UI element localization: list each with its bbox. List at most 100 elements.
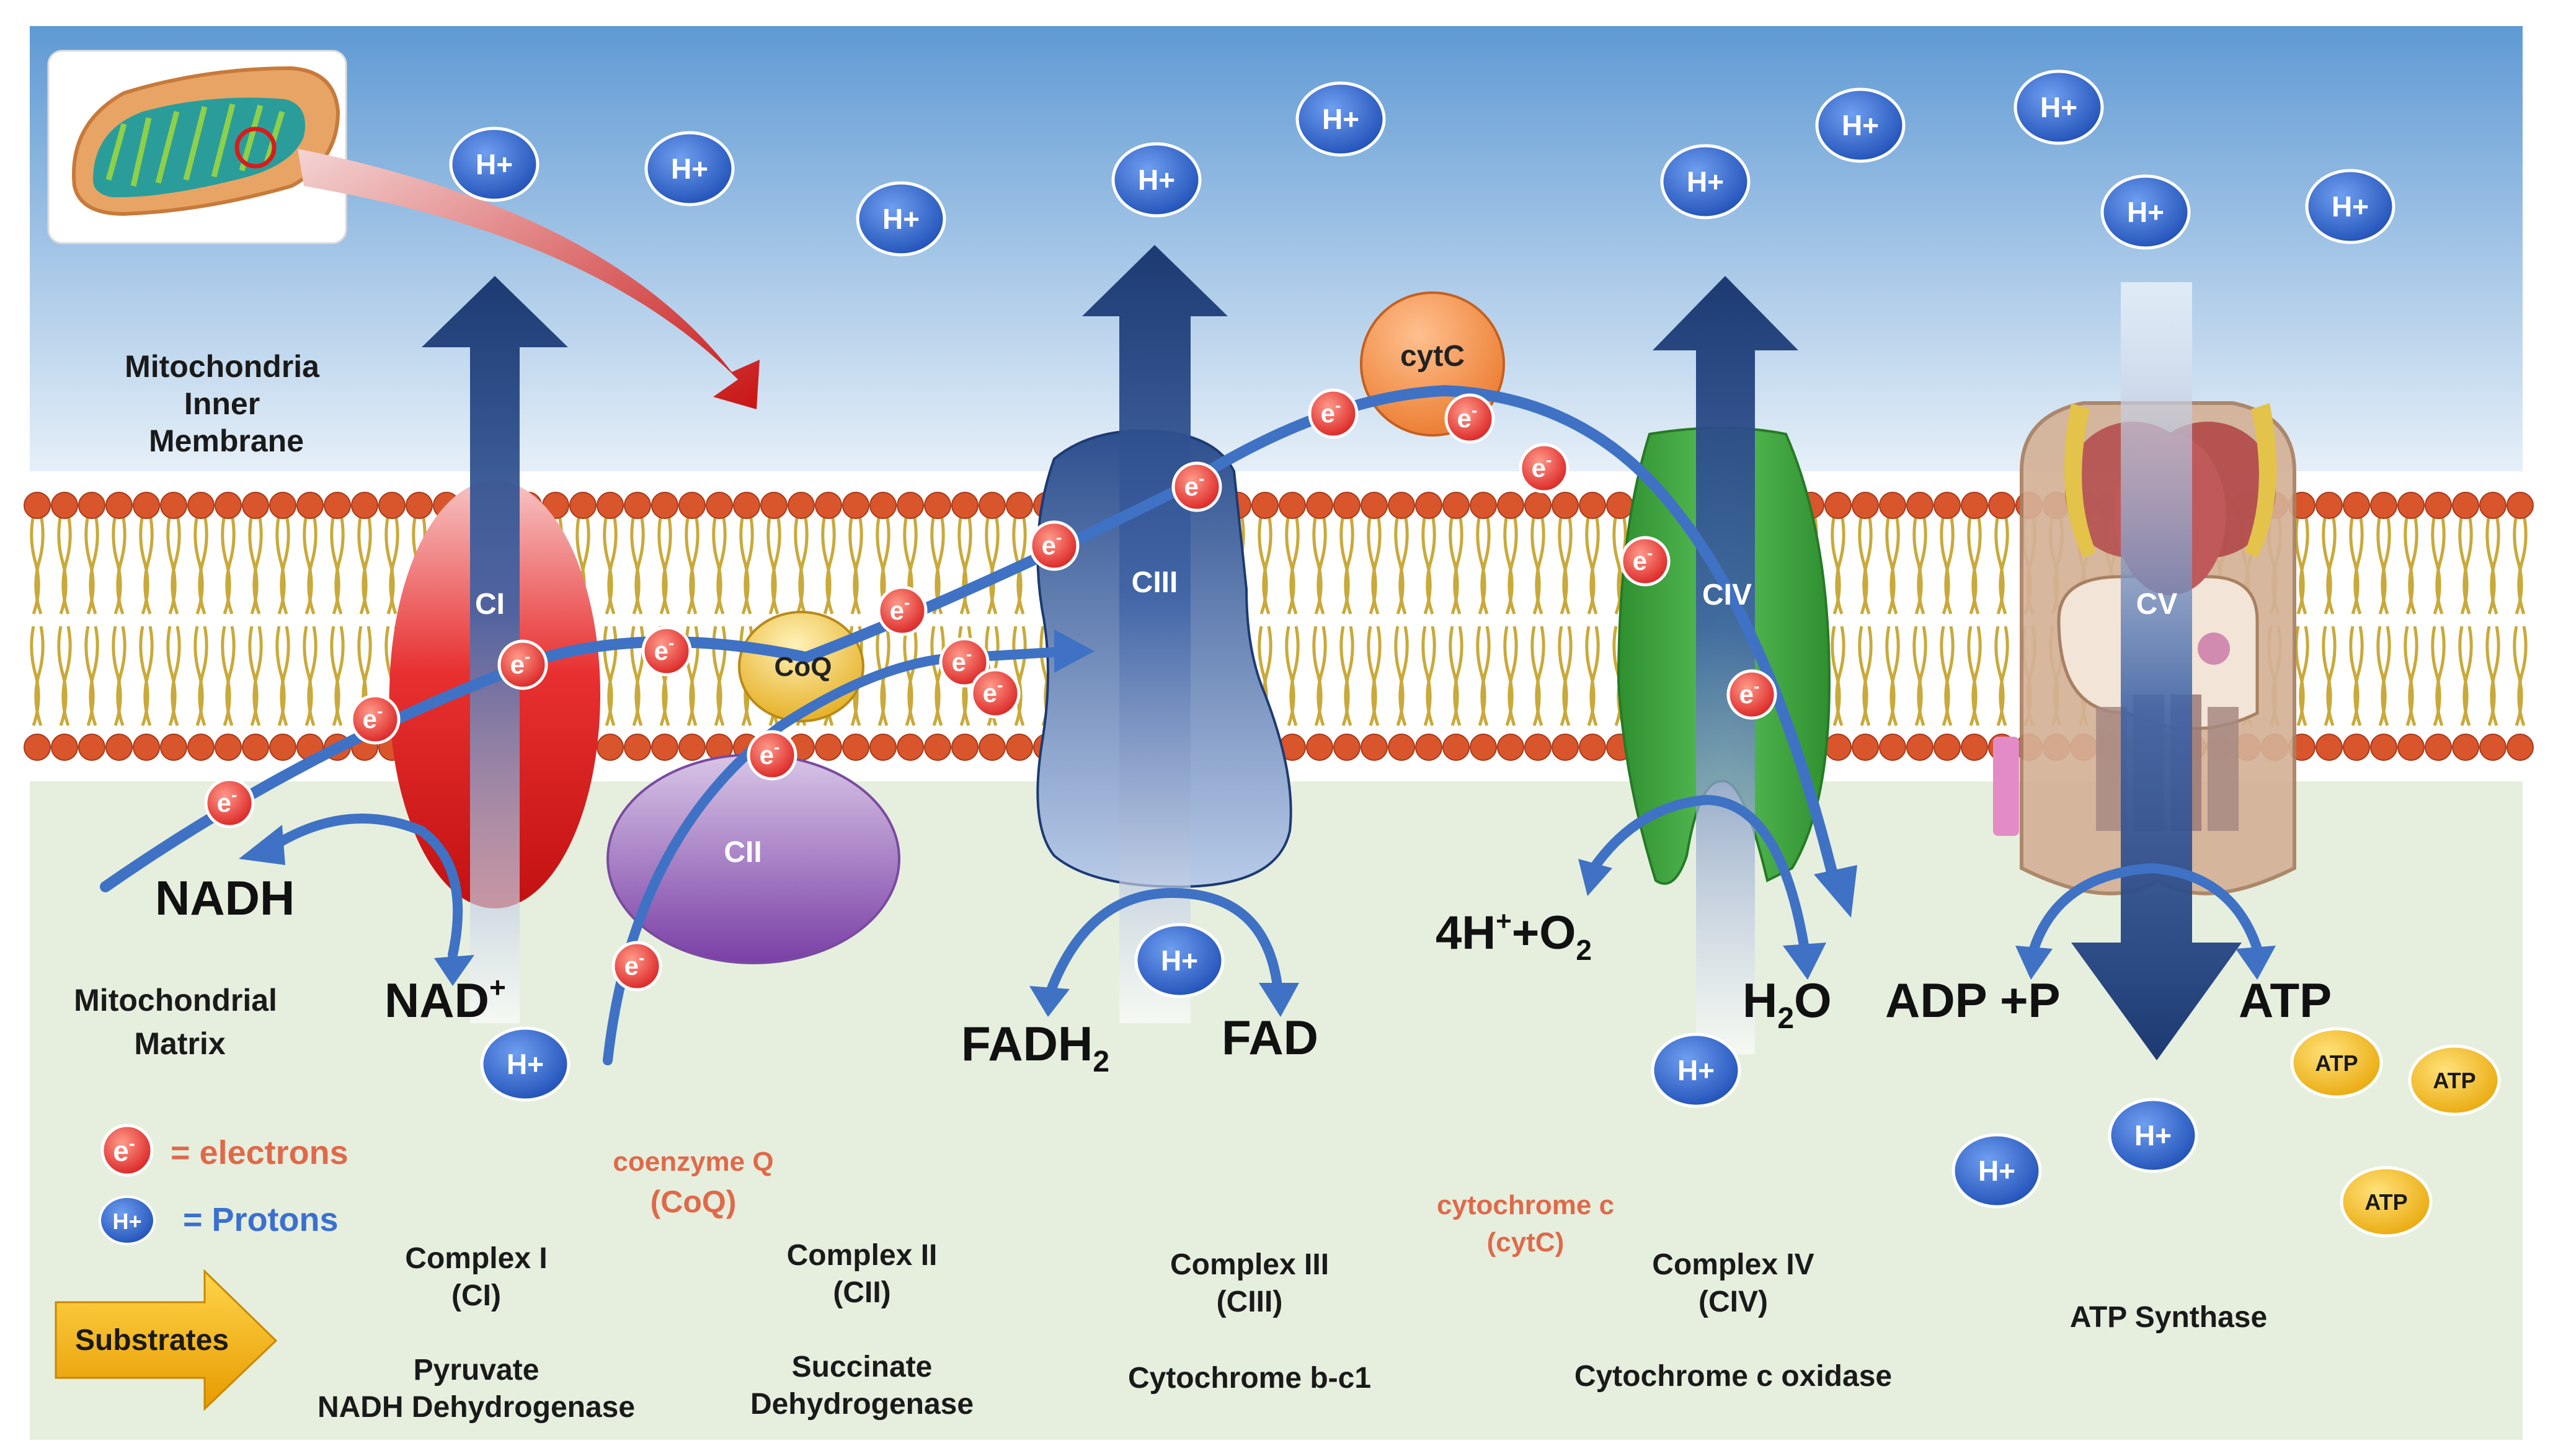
proton-symbol: H+ — [476, 148, 513, 180]
electrons-layer: e-e-e-e-e-e-e-e-e-e-e-e-e-e-e-e- — [204, 388, 1777, 992]
protons-layer: H+H+H+H+H+H+H+H+H+H+H+H+H+H+H+ — [449, 69, 2395, 1209]
o2-label: 4H++O2 — [1436, 906, 1592, 966]
proton-pump-arrow-civ — [1653, 276, 1798, 1054]
phospholipid — [1361, 492, 1388, 761]
atp-symbol: ATP — [2315, 1050, 2358, 1076]
coq-label: CoQ — [775, 652, 832, 682]
nad-label: NAD+ — [384, 971, 506, 1028]
phospholipid — [924, 492, 951, 761]
proton-symbol: H+ — [1687, 166, 1724, 198]
proton-symbol: H+ — [2134, 1119, 2172, 1152]
electron-particle: e- — [1519, 443, 1570, 494]
electron-particle: e- — [611, 941, 662, 992]
electron-particle: e- — [204, 778, 255, 828]
phospholipid — [1497, 492, 1524, 761]
nadh-curve-arrow — [268, 814, 463, 960]
electron-particle: e- — [1444, 393, 1495, 444]
proton-symbol: H+ — [1978, 1155, 2015, 1187]
carrier-captions: coenzyme Q(CoQ) cytochrome c(cytC) — [613, 1147, 1614, 1258]
electron-particle: e- — [747, 730, 797, 781]
mitochondrion-icon — [72, 66, 340, 216]
electron-particle: e- — [970, 668, 1021, 719]
proton-particle: H+ — [1815, 87, 1906, 163]
complex-v-label: CV — [2136, 588, 2178, 621]
proton-particle: H+ — [1651, 1032, 1741, 1108]
proton-flow-arrow-cv — [2071, 282, 2242, 1060]
proton-symbol: H+ — [1322, 103, 1359, 135]
legend: e- = electrons H+ = Protons Substrates — [55, 1124, 349, 1411]
legend-protons-label: = Protons — [183, 1201, 339, 1238]
phospholipid — [2397, 492, 2425, 761]
proton-symbol: H+ — [2040, 91, 2077, 123]
proton-symbol: H+ — [507, 1048, 544, 1080]
phospholipid — [105, 492, 133, 761]
phospholipid — [1442, 492, 1470, 761]
fadh2-curve-arrow — [1043, 887, 1282, 1003]
caption-complex-v: ATP Synthase — [2070, 1301, 2267, 1334]
atp-molecule: ATP — [2408, 1044, 2501, 1116]
phospholipid — [2343, 492, 2370, 761]
electron-symbol: e- — [624, 948, 645, 980]
phospholipid — [1934, 492, 1961, 761]
phospholipid — [1306, 492, 1333, 761]
electron-symbol: e- — [1184, 469, 1205, 501]
proton-particle: H+ — [2014, 69, 2104, 145]
phospholipid — [897, 492, 924, 761]
electron-symbol: e- — [952, 644, 972, 677]
membrane-label: Mitochondria Inner Membrane — [125, 349, 328, 458]
phospholipid — [1961, 492, 1988, 761]
atp-molecule: ATP — [2290, 1027, 2383, 1099]
cytc-label: cytC — [1400, 340, 1465, 373]
caption-complex-iv: Complex IV(CIV) — [1652, 1248, 1814, 1318]
electron-symbol: e- — [510, 647, 531, 679]
phospholipid — [1333, 492, 1361, 761]
electron-symbol: e- — [1457, 401, 1478, 433]
zoom-arrow — [298, 149, 760, 409]
electron-particle: e- — [939, 637, 990, 688]
proton-particle: H+ — [2108, 1098, 2198, 1173]
fad-label: FAD — [1222, 1010, 1318, 1065]
reaction-arrowheads — [239, 825, 2276, 1017]
legend-electrons-label: = electrons — [171, 1134, 349, 1171]
phospholipid — [1852, 492, 1879, 761]
caption-complex-iii-name: Cytochrome b-c1 — [1128, 1362, 1371, 1395]
electron-path-main — [100, 384, 1841, 892]
proton-symbol: H+ — [1677, 1054, 1715, 1086]
proton-symbol: H+ — [1161, 944, 1198, 977]
electron-particle: e- — [641, 626, 692, 677]
caption-coq: coenzyme Q(CoQ) — [613, 1147, 773, 1219]
complex-ii-label: CII — [724, 836, 761, 869]
substrates-arrow: Substrates — [55, 1269, 278, 1411]
proton-symbol: H+ — [1842, 109, 1879, 141]
phospholipid — [160, 492, 187, 761]
proton-particle: H+ — [1295, 81, 1386, 157]
proton-particle: H+ — [856, 181, 946, 257]
svg-text:e-: e- — [113, 1134, 135, 1167]
phospholipid — [624, 492, 651, 761]
electron-particle: e- — [350, 694, 401, 745]
proton-pump-arrow-ciii — [1082, 245, 1228, 1023]
phospholipid — [1579, 492, 1606, 761]
fadh2-label: FADH2 — [961, 1016, 1109, 1078]
electron-symbol: e- — [217, 785, 238, 817]
proton-symbol: H+ — [882, 203, 920, 235]
mitochondrion-inset — [47, 50, 347, 244]
proton-particle: H+ — [644, 131, 735, 206]
caption-complex-iv-name: Cytochrome c oxidase — [1574, 1360, 1892, 1393]
electron-particle: e- — [1620, 536, 1671, 587]
phospholipid — [269, 492, 296, 761]
nadh-label: NADH — [155, 871, 295, 925]
proton-particle: H+ — [480, 1026, 571, 1102]
legend-proton: H+ = Protons — [99, 1196, 339, 1245]
proton-symbol: H+ — [2332, 190, 2369, 223]
proton-symbol: H+ — [2127, 196, 2164, 228]
phospholipid — [133, 492, 160, 761]
phospholipid — [2315, 492, 2343, 761]
electron-symbol: e- — [890, 593, 910, 625]
electron-symbol: e- — [983, 675, 1003, 708]
adp-label: ADP +P — [1885, 973, 2061, 1028]
electron-particle: e- — [497, 639, 548, 690]
reaction-arrows — [268, 794, 2262, 1003]
electron-particle: e- — [1308, 388, 1359, 439]
